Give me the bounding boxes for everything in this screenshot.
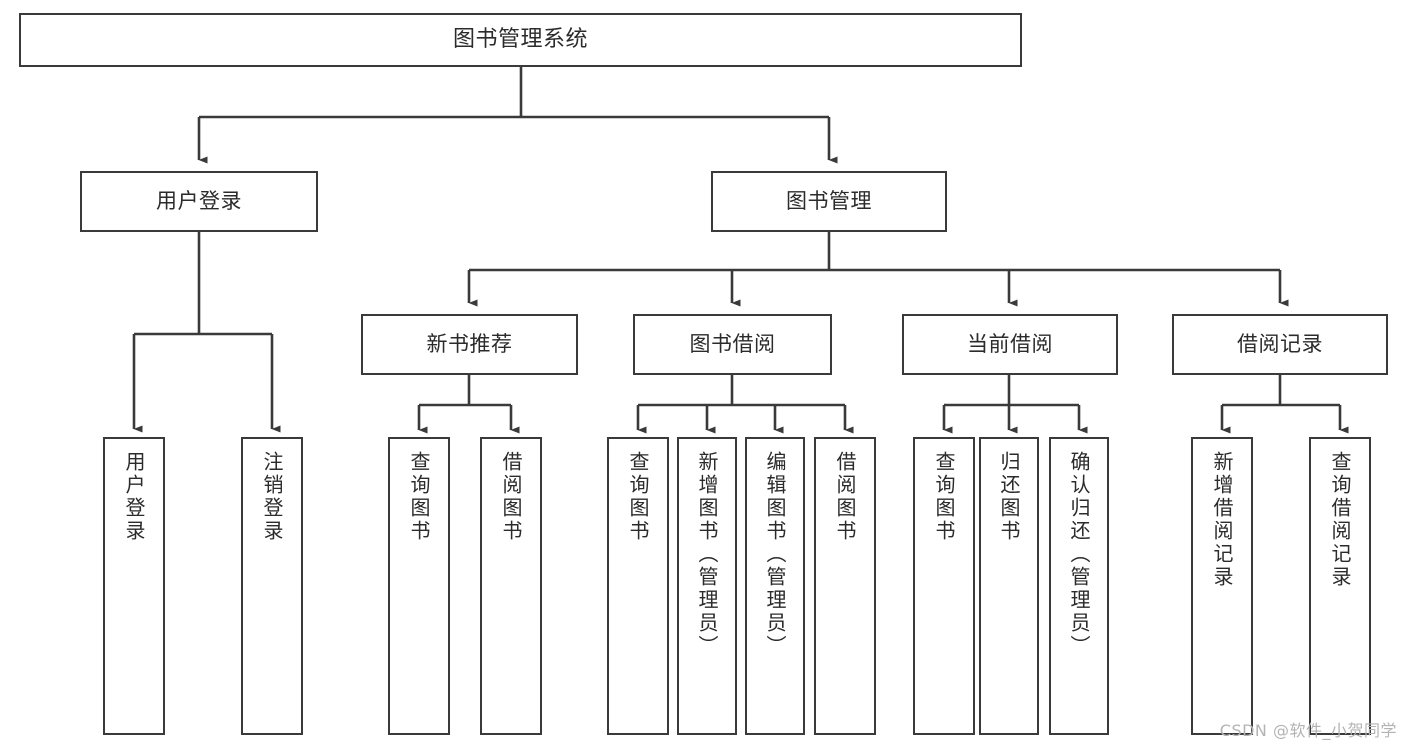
node-leaf-query-record-label: 查询借阅记录 bbox=[1328, 451, 1352, 589]
node-leaf-query-book-1-label: 查询图书 bbox=[407, 451, 431, 543]
node-book-manage-label: 图书管理 bbox=[786, 189, 872, 214]
node-leaf-confirm-return-label: 确认归还（管理员） bbox=[1067, 451, 1091, 658]
node-leaf-add-book[interactable]: 新增图书（管理员） bbox=[677, 437, 737, 735]
node-leaf-user-login-label: 用户登录 bbox=[122, 451, 146, 543]
node-leaf-confirm-return[interactable]: 确认归还（管理员） bbox=[1049, 437, 1109, 735]
node-leaf-query-book-1[interactable]: 查询图书 bbox=[388, 437, 450, 735]
node-leaf-query-book-2[interactable]: 查询图书 bbox=[607, 437, 669, 735]
node-leaf-user-login[interactable]: 用户登录 bbox=[103, 437, 165, 735]
node-book-borrow[interactable]: 图书借阅 bbox=[633, 314, 832, 375]
node-leaf-borrow-book-1-label: 借阅图书 bbox=[499, 451, 523, 543]
node-leaf-borrow-book-1[interactable]: 借阅图书 bbox=[480, 437, 542, 735]
node-new-book-rec-label: 新书推荐 bbox=[426, 332, 513, 357]
node-leaf-borrow-book-2-label: 借阅图书 bbox=[833, 451, 857, 543]
node-root[interactable]: 图书管理系统 bbox=[19, 13, 1022, 67]
node-borrow-record-label: 借阅记录 bbox=[1237, 332, 1323, 357]
node-leaf-logout-label: 注销登录 bbox=[260, 451, 284, 543]
node-borrow-record[interactable]: 借阅记录 bbox=[1172, 314, 1388, 375]
node-user-login-label: 用户登录 bbox=[156, 189, 242, 214]
csdn-watermark: CSDN @软件_小贺同学 bbox=[1219, 721, 1397, 740]
node-user-login[interactable]: 用户登录 bbox=[80, 171, 318, 232]
node-leaf-logout[interactable]: 注销登录 bbox=[241, 437, 303, 735]
node-leaf-return-book-label: 归还图书 bbox=[997, 451, 1021, 543]
node-leaf-add-record-label: 新增借阅记录 bbox=[1210, 451, 1234, 589]
node-current-borrow[interactable]: 当前借阅 bbox=[902, 314, 1118, 375]
node-leaf-edit-book-label: 编辑图书（管理员） bbox=[763, 451, 787, 658]
node-leaf-add-book-label: 新增图书（管理员） bbox=[695, 451, 719, 658]
node-root-label: 图书管理系统 bbox=[452, 27, 588, 53]
node-leaf-borrow-book-2[interactable]: 借阅图书 bbox=[814, 437, 876, 735]
node-leaf-return-book[interactable]: 归还图书 bbox=[979, 437, 1039, 735]
node-leaf-query-book-2-label: 查询图书 bbox=[626, 451, 650, 543]
node-new-book-rec[interactable]: 新书推荐 bbox=[361, 314, 578, 375]
node-book-manage[interactable]: 图书管理 bbox=[711, 171, 947, 232]
node-leaf-query-book-3[interactable]: 查询图书 bbox=[913, 437, 975, 735]
node-leaf-add-record[interactable]: 新增借阅记录 bbox=[1191, 437, 1253, 735]
node-current-borrow-label: 当前借阅 bbox=[967, 332, 1053, 357]
node-leaf-query-record[interactable]: 查询借阅记录 bbox=[1309, 437, 1371, 735]
node-leaf-query-book-3-label: 查询图书 bbox=[932, 451, 956, 543]
node-leaf-edit-book[interactable]: 编辑图书（管理员） bbox=[745, 437, 805, 735]
node-book-borrow-label: 图书借阅 bbox=[689, 332, 776, 357]
